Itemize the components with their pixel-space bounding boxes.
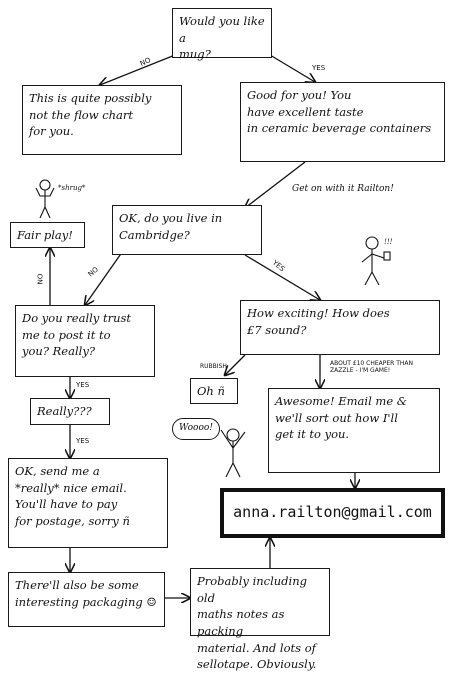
box-maths-notes: Probably including old maths notes as pa… [190,568,330,671]
arrow-cambridge-no [85,247,126,305]
cheers-stick-figure [361,236,391,286]
arrow-mug-no [100,54,176,85]
box-oh: Oh ñ [190,378,238,404]
connector-lines [35,54,391,640]
label-yes-mug: YES [312,64,326,72]
label-cheaper: ABOUT £10 CHEAPER THAN ZAZZLE - I'M GAME… [330,360,414,374]
box-not-for-you: This is quite possibly not the flow char… [22,85,182,155]
box-not-for-you-text: This is quite possibly not the flow char… [29,91,152,139]
box-oh-text: Oh ñ [197,384,225,398]
box-really-text: Really??? [37,404,92,418]
note-cheers: !!! [384,238,393,246]
box-good-for-you: Good for you! You have excellent taste i… [240,82,445,162]
question-how-exciting: How exciting! How does £7 sound? [240,300,440,355]
email-address-text: anna.railton@gmail.com [233,503,432,522]
label-yes-really: YES [76,437,90,445]
box-send-email: OK, send me a *really* nice email. You'l… [8,458,168,548]
box-really: Really??? [30,398,110,425]
question-cambridge: OK, do you live in Cambridge? [112,205,262,255]
question-cambridge-text: OK, do you live in Cambridge? [119,211,223,242]
note-get-on: Get on with it Railton! [292,184,394,194]
box-fair-play: Fair play! [10,222,85,248]
speech-woooo-text: Woooo! [179,423,213,433]
flowchart: Would you like a mug? This is quite poss… [8,8,445,671]
box-send-email-text: OK, send me a *really* nice email. You'l… [15,464,130,529]
label-no-post: NO [36,273,45,285]
box-packaging-text: There'll also be some interesting packag… [15,578,157,609]
label-yes-post: YES [76,381,90,389]
question-post-it: Do you really trust me to post it to you… [15,305,155,377]
arrow-mug-yes [269,54,315,82]
label-rubbish: RUBBISH [200,363,227,370]
box-fair-play-text: Fair play! [17,228,73,242]
box-packaging: There'll also be some interesting packag… [8,572,165,627]
question-mug: Would you like a mug? [172,8,272,61]
box-awesome: Awesome! Email me & we'll sort out how I… [268,388,440,473]
speech-bubble-woooo: Woooo! [172,418,220,440]
question-mug-text: Would you like a mug? [179,14,265,62]
arrow-exciting-oh [225,354,246,375]
email-address-box: anna.railton@gmail.com [220,488,445,538]
box-good-for-you-text: Good for you! You have excellent taste i… [247,88,432,136]
box-awesome-text: Awesome! Email me & we'll sort out how I… [275,394,408,442]
shrug-stick-figure [35,179,55,219]
box-maths-notes-text: Probably including old maths notes as pa… [197,574,317,672]
arrow-good-cambridge [245,161,306,208]
question-post-it-text: Do you really trust me to post it to you… [22,311,131,359]
woooo-stick-figure [220,428,246,478]
note-shrug: *shrug* [58,184,86,192]
question-how-exciting-text: How exciting! How does £7 sound? [247,306,390,337]
arrow-cambridge-yes [244,254,320,300]
